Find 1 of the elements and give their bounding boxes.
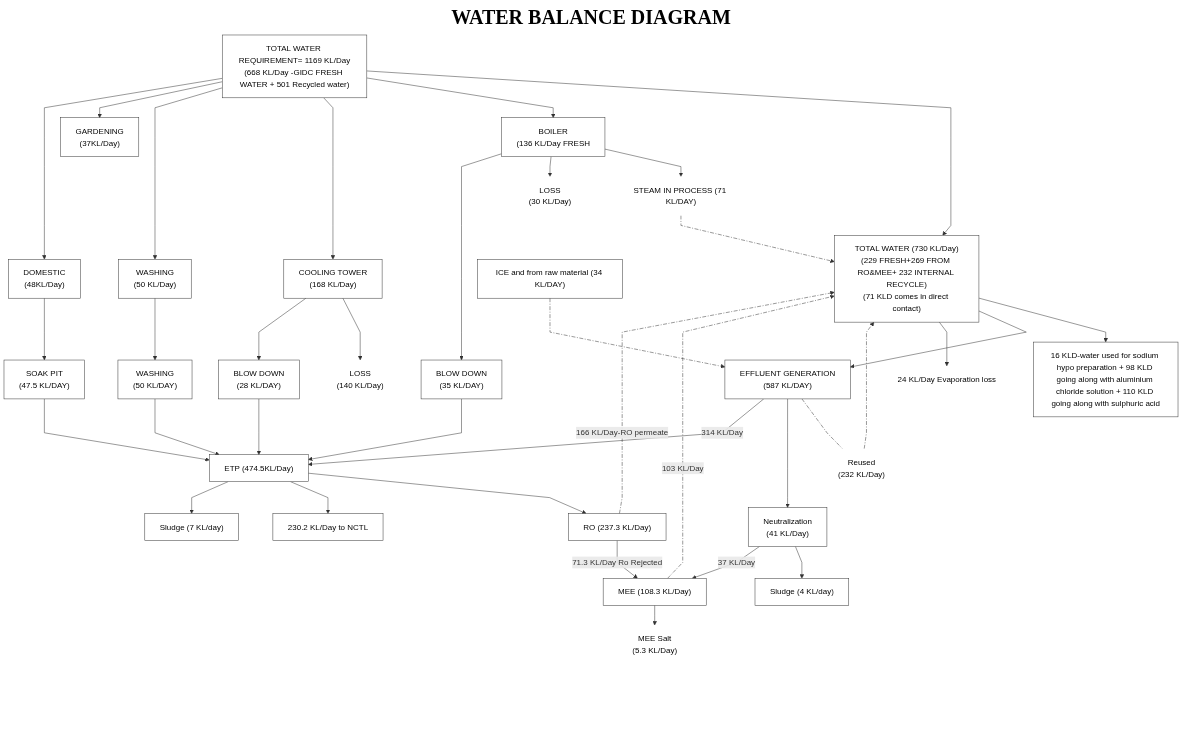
diagram-title: WATER BALANCE DIAGRAM: [451, 6, 731, 29]
